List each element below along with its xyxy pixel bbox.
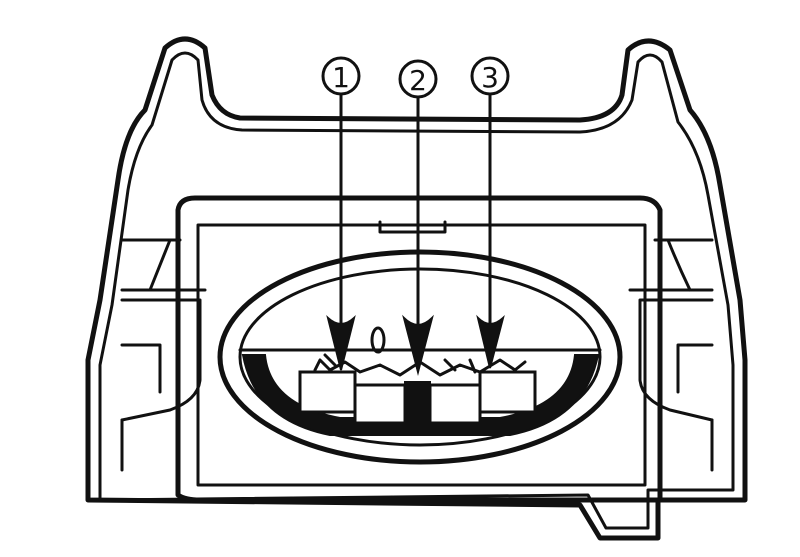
terminal-block — [298, 326, 537, 425]
right-latch — [628, 238, 714, 472]
callout-1: 1 — [321, 56, 361, 371]
callout-label-2: 2 — [409, 64, 427, 97]
callout-3: 3 — [470, 56, 510, 369]
terminal-pin-2 — [353, 383, 407, 425]
connector-front-face — [175, 195, 663, 503]
callout-label-1: 1 — [332, 61, 350, 94]
terminal-pin-3 — [428, 383, 482, 425]
terminal-pin-4 — [478, 370, 537, 414]
left-latch — [120, 238, 207, 472]
connector-housing — [85, 36, 748, 541]
terminal-pin-1 — [298, 370, 357, 414]
callout-label-3: 3 — [481, 61, 499, 94]
callout-2: 2 — [398, 59, 438, 376]
